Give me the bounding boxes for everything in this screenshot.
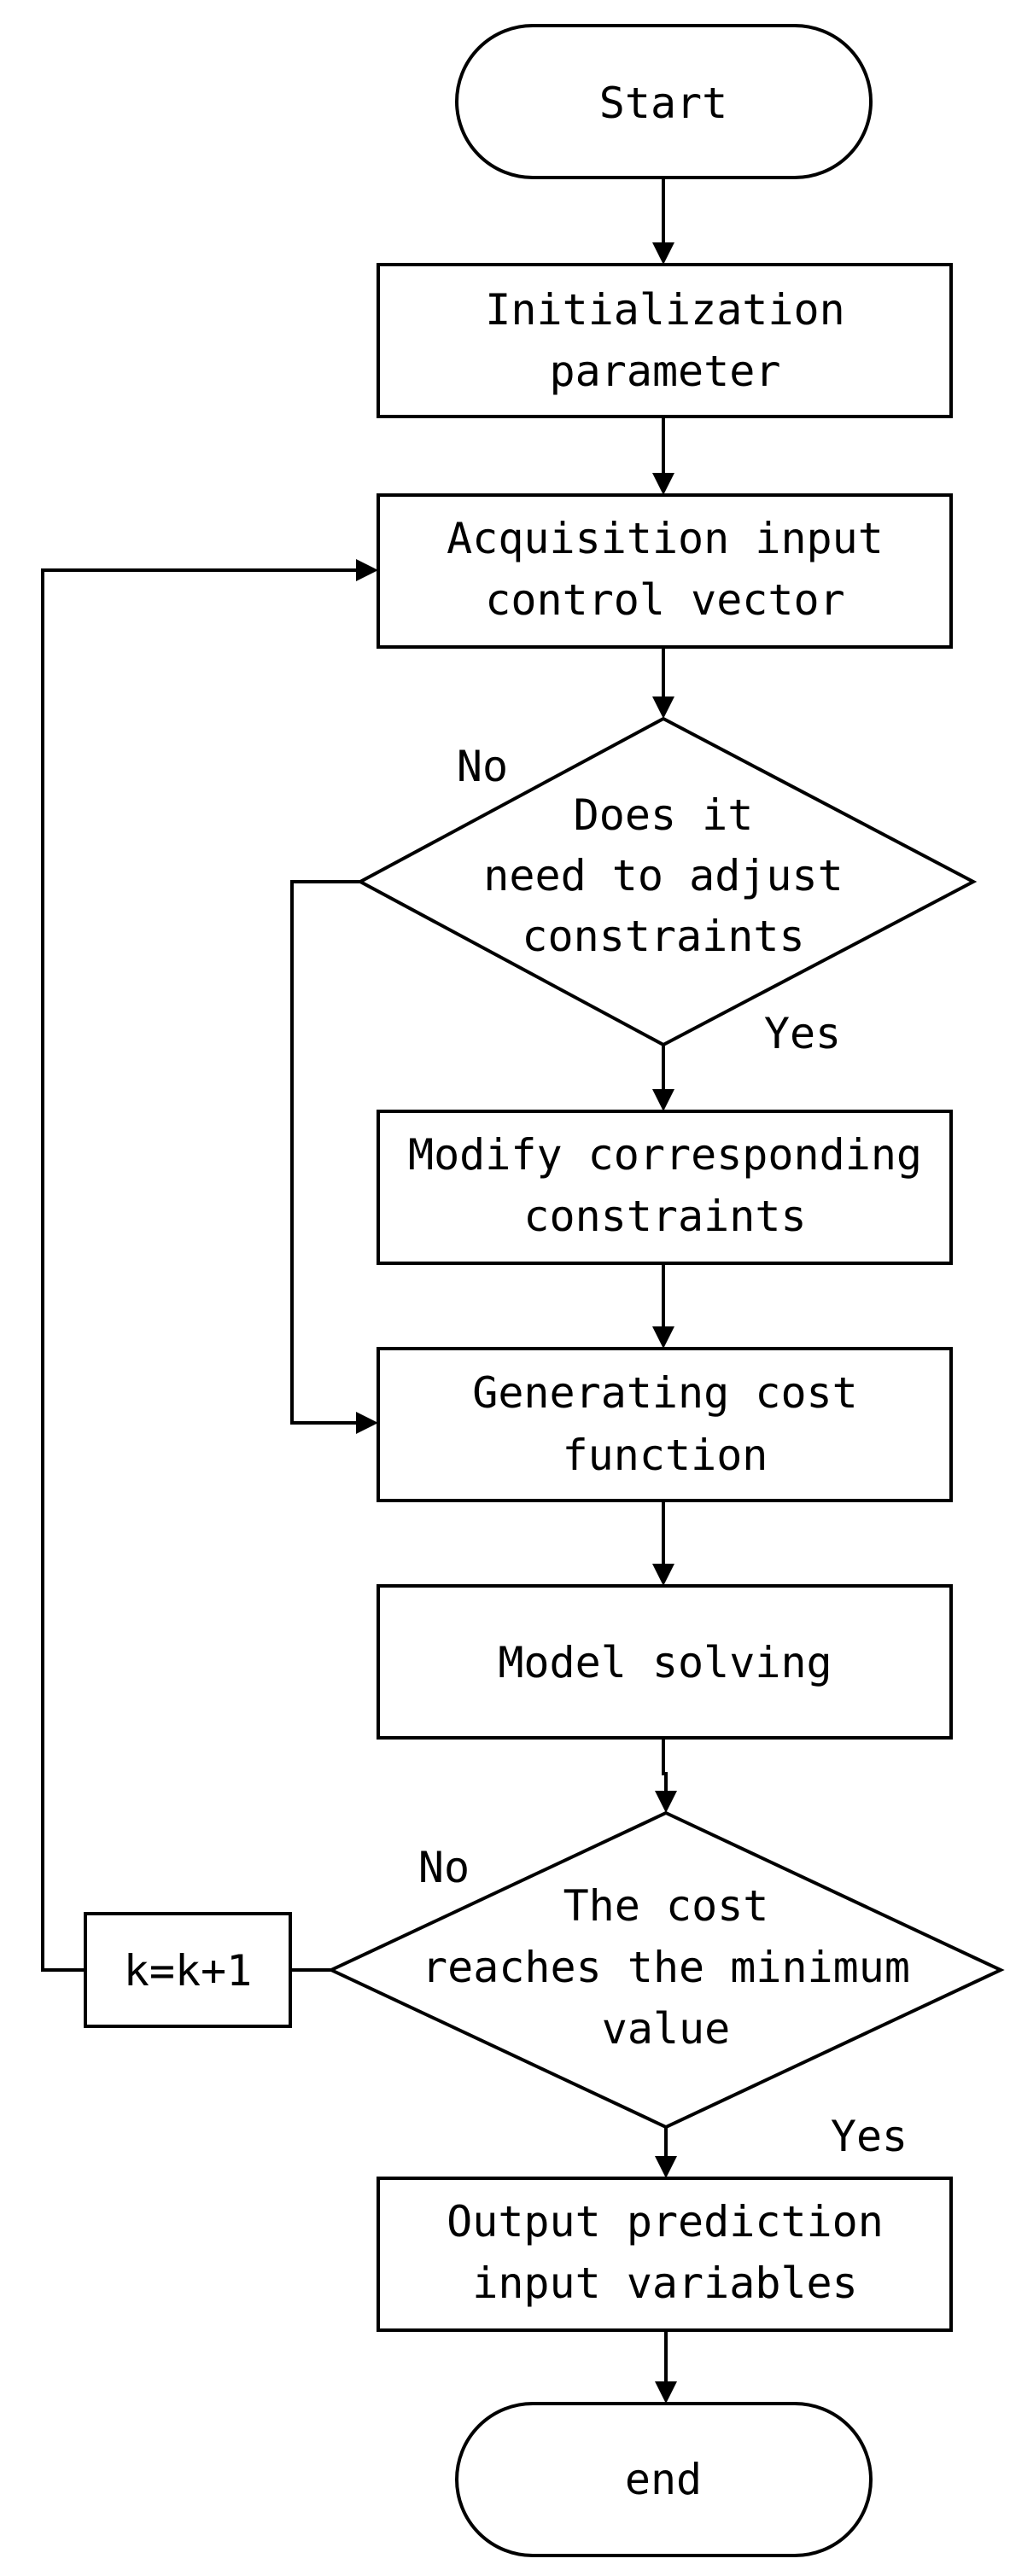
arrow-decision-to-modify	[652, 1089, 674, 1111]
init-label-line2: parameter	[550, 347, 781, 396]
decision-adjust-line3: constraints	[522, 912, 804, 961]
counter-box: k=k+1	[84, 1912, 292, 2028]
decision-cost-line1: The cost	[563, 1881, 769, 1931]
end-label: end	[625, 2455, 702, 2504]
decision-adjust-line1: Does it	[574, 790, 754, 840]
arrow-init-to-acquire	[652, 473, 674, 495]
decision-adjust: Does it need to adjust constraints	[356, 716, 978, 1047]
arrow-generate-to-solve	[652, 1564, 674, 1586]
decision-adjust-yes-label: Yes	[764, 1009, 841, 1058]
decision-adjust-line2: need to adjust	[483, 851, 843, 900]
arrow-loop-to-acquire	[356, 559, 378, 581]
decision-cost: The cost reaches the minimum value	[327, 1810, 1005, 2130]
init-label-line1: Initialization	[485, 285, 844, 335]
arrow-solve-to-decision	[655, 1791, 677, 1813]
solve-label: Model solving	[498, 1638, 832, 1687]
decision-cost-yes-label: Yes	[831, 2112, 908, 2161]
acquire-label-line1: Acquisition input	[447, 514, 884, 563]
output-process: Output prediction input variables	[377, 2177, 953, 2332]
arrow-start-to-init	[652, 242, 674, 265]
solve-process: Model solving	[377, 1584, 953, 1740]
connector-adjust-no	[290, 880, 360, 1425]
start-terminal: Start	[455, 24, 873, 179]
generate-label-line1: Generating cost	[472, 1368, 858, 1418]
modify-label-line1: Modify corresponding	[408, 1130, 922, 1180]
decision-cost-line3: value	[602, 2004, 731, 2054]
decision-adjust-no-label: No	[457, 742, 508, 791]
decision-cost-line2: reaches the minimum	[422, 1943, 910, 1992]
arrow-acquire-to-decision	[652, 696, 674, 719]
generate-label-line2: function	[563, 1431, 768, 1480]
arrow-modify-to-generate	[652, 1326, 674, 1349]
arrow-output-to-end	[655, 2381, 677, 2404]
modify-process: Modify corresponding constraints	[377, 1110, 953, 1265]
start-label: Start	[599, 79, 728, 128]
decision-cost-no-label: No	[418, 1843, 470, 1892]
connector-solve-to-decision	[662, 1738, 668, 1792]
acquire-label-line2: control vector	[485, 575, 844, 625]
output-label-line2: input variables	[472, 2258, 858, 2308]
arrow-adjust-no-to-generate	[356, 1412, 378, 1434]
output-label-line1: Output prediction	[447, 2197, 884, 2247]
arrow-decision-to-output	[655, 2156, 677, 2178]
generate-process: Generating cost function	[377, 1347, 953, 1502]
init-process: Initialization parameter	[377, 263, 953, 418]
acquire-process: Acquisition input control vector	[377, 493, 953, 649]
counter-label: k=k+1	[124, 1946, 253, 1996]
connector-loop-back	[41, 568, 358, 1972]
modify-label-line2: constraints	[523, 1192, 806, 1241]
end-terminal: end	[455, 2402, 873, 2557]
